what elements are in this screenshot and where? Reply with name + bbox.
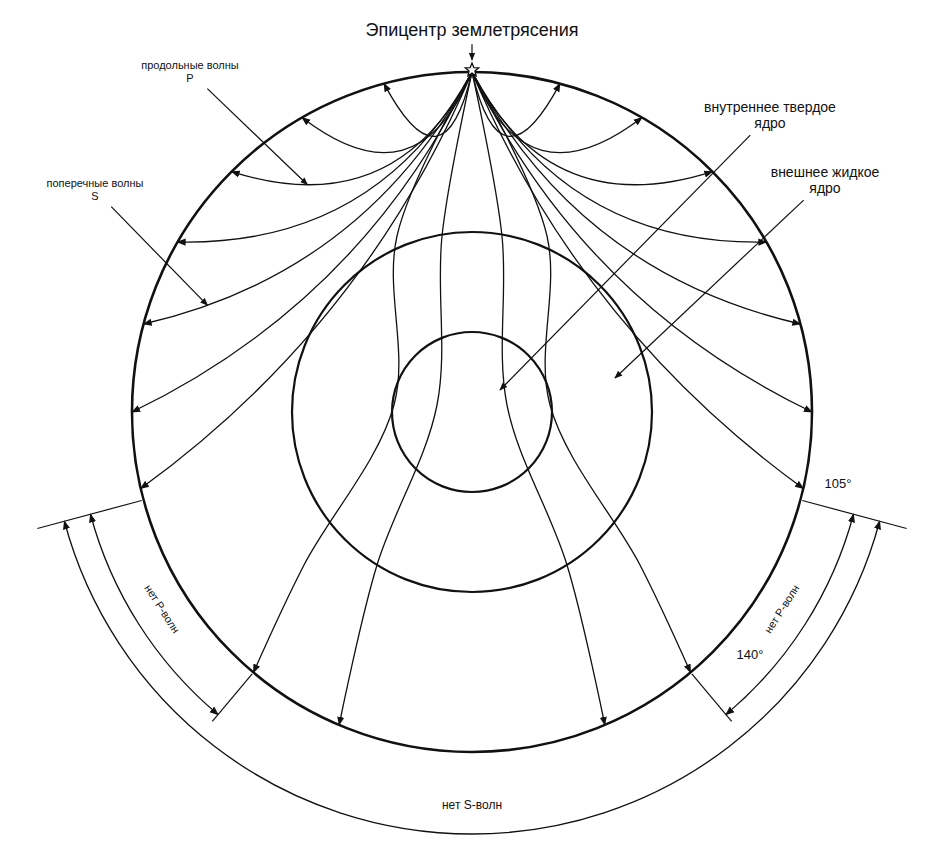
wave-ray bbox=[472, 72, 803, 488]
inner-core-label: внутреннее твердое ядро bbox=[702, 99, 839, 131]
core-wave-ray bbox=[253, 72, 472, 672]
wave-ray bbox=[232, 72, 472, 185]
leader-line bbox=[615, 200, 804, 378]
zone-tick bbox=[692, 674, 732, 721]
shadow-zone-label: нет P-волн bbox=[141, 581, 183, 638]
wave-ray bbox=[132, 72, 472, 412]
core-wave-ray bbox=[472, 72, 691, 672]
core-wave-ray bbox=[472, 72, 605, 725]
shadow-zone-arc bbox=[64, 521, 879, 834]
p-wave-label: продольные волны P bbox=[139, 59, 242, 84]
angle-label: 105° bbox=[823, 477, 854, 492]
epicenter-star bbox=[465, 63, 478, 76]
zone-tick bbox=[212, 674, 252, 721]
shadow-zone-label: нет S-волн bbox=[440, 799, 504, 813]
core-wave-ray bbox=[339, 72, 472, 725]
zone-tick bbox=[37, 501, 141, 529]
wave-ray bbox=[144, 72, 472, 324]
inner-core-boundary bbox=[392, 332, 552, 492]
angle-label: 140° bbox=[735, 648, 766, 663]
zone-tick bbox=[802, 501, 906, 529]
shadow-zone-label: нет P-волн bbox=[760, 581, 802, 638]
leader-line bbox=[111, 207, 207, 306]
wave-ray bbox=[141, 72, 472, 488]
wave-ray bbox=[472, 72, 560, 136]
earth-surface bbox=[132, 72, 812, 752]
leader-line bbox=[207, 89, 307, 185]
outer-core-label: внешнее жидкое ядро bbox=[768, 164, 882, 196]
wave-ray bbox=[384, 72, 472, 136]
outer-core-boundary bbox=[292, 232, 652, 592]
wave-ray bbox=[472, 72, 712, 185]
s-wave-label: поперечные волны S bbox=[44, 177, 146, 202]
leader-line bbox=[500, 135, 750, 390]
leader-line bbox=[471, 44, 472, 60]
epicenter-label: Эпицентр землетрясения bbox=[364, 20, 581, 41]
